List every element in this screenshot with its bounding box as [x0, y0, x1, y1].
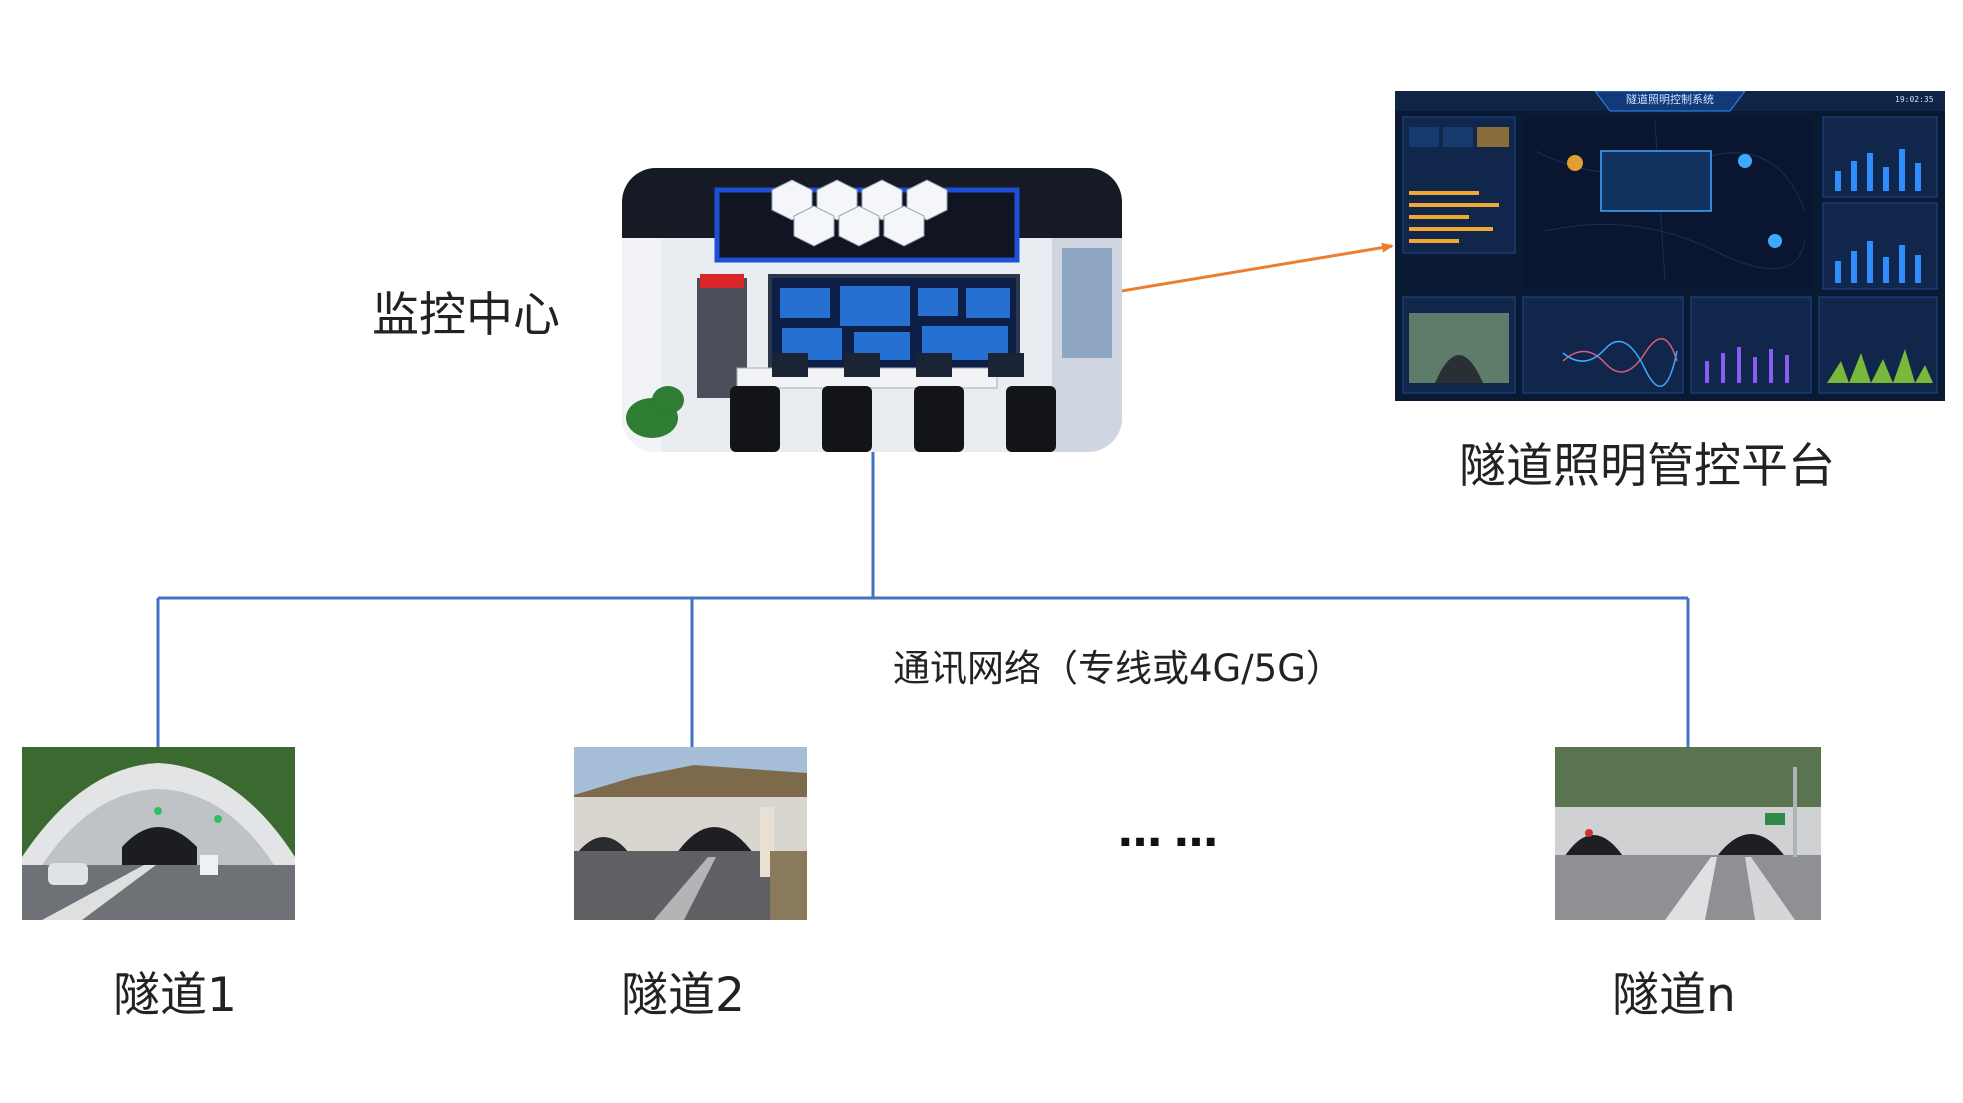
monitoring-center-image: [622, 168, 1122, 452]
tunnel-n-image: [1555, 747, 1821, 920]
network-bus: [156, 452, 1690, 747]
tunnel-1-label: 隧道1: [113, 968, 237, 1023]
tunnel-1-image: [22, 747, 295, 920]
lighting-platform-screenshot: 隧道照明控制系统 19:02:35: [1395, 91, 1945, 401]
platform-screen-title: 隧道照明控制系统: [1626, 93, 1714, 106]
platform-screen-clock: 19:02:35: [1895, 95, 1934, 104]
tunnel-n-label: 隧道n: [1612, 968, 1736, 1023]
tunnel-2-image: [574, 747, 807, 920]
tunnel-2-label: 隧道2: [621, 968, 745, 1023]
network-label: 通讯网络（专线或4G/5G）: [893, 647, 1343, 690]
monitoring-center-label: 监控中心: [372, 288, 560, 343]
more-tunnels-ellipsis: ……: [1118, 806, 1230, 857]
platform-label: 隧道照明管控平台: [1459, 439, 1835, 494]
